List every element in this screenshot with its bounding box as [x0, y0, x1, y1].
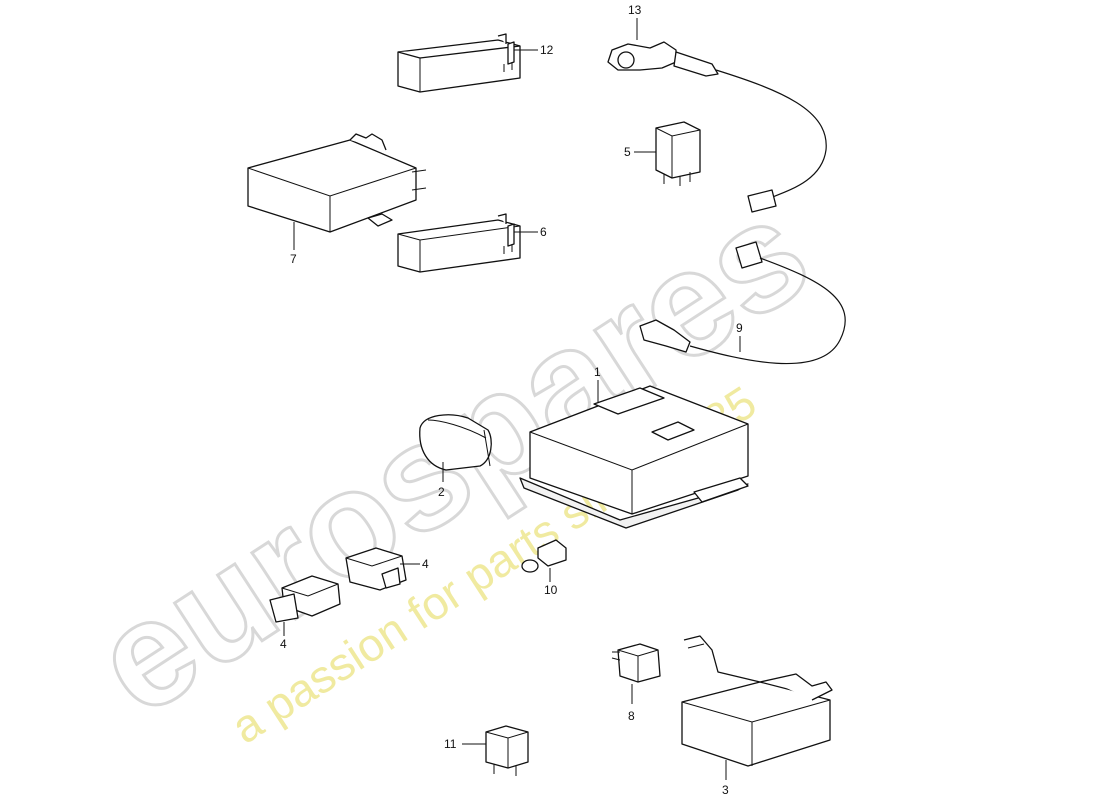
callout-6: 6	[540, 225, 547, 239]
part-12-relay-box	[397, 33, 521, 93]
part-4-connector-upper	[345, 547, 407, 591]
callout-9: 9	[736, 321, 743, 335]
callout-3: 3	[722, 783, 729, 797]
part-7-control-unit	[247, 133, 427, 233]
callout-11: 11	[444, 737, 457, 751]
part-11-relay	[485, 725, 529, 776]
part-2-cover	[419, 414, 492, 471]
part-13-sensor	[607, 41, 827, 213]
callout-4a: 4	[422, 557, 429, 571]
part-6-relay-box	[397, 213, 521, 273]
callout-5: 5	[624, 145, 631, 159]
part-9-sensor-cable	[639, 241, 846, 365]
part-4-connector-lower	[269, 575, 341, 623]
part-3-bracket-unit	[681, 635, 833, 767]
part-8-relay	[611, 643, 661, 683]
callout-1: 1	[594, 365, 601, 379]
callout-13: 13	[628, 3, 642, 17]
callout-7: 7	[290, 252, 297, 266]
part-10-bulb-socket	[521, 539, 567, 573]
part-1-main-control-unit	[519, 385, 749, 529]
callout-2: 2	[438, 485, 445, 499]
callout-8: 8	[628, 709, 635, 723]
part-5-relay	[655, 121, 701, 186]
callout-12: 12	[540, 43, 554, 57]
callout-4b: 4	[280, 637, 287, 651]
callout-10: 10	[544, 583, 558, 597]
